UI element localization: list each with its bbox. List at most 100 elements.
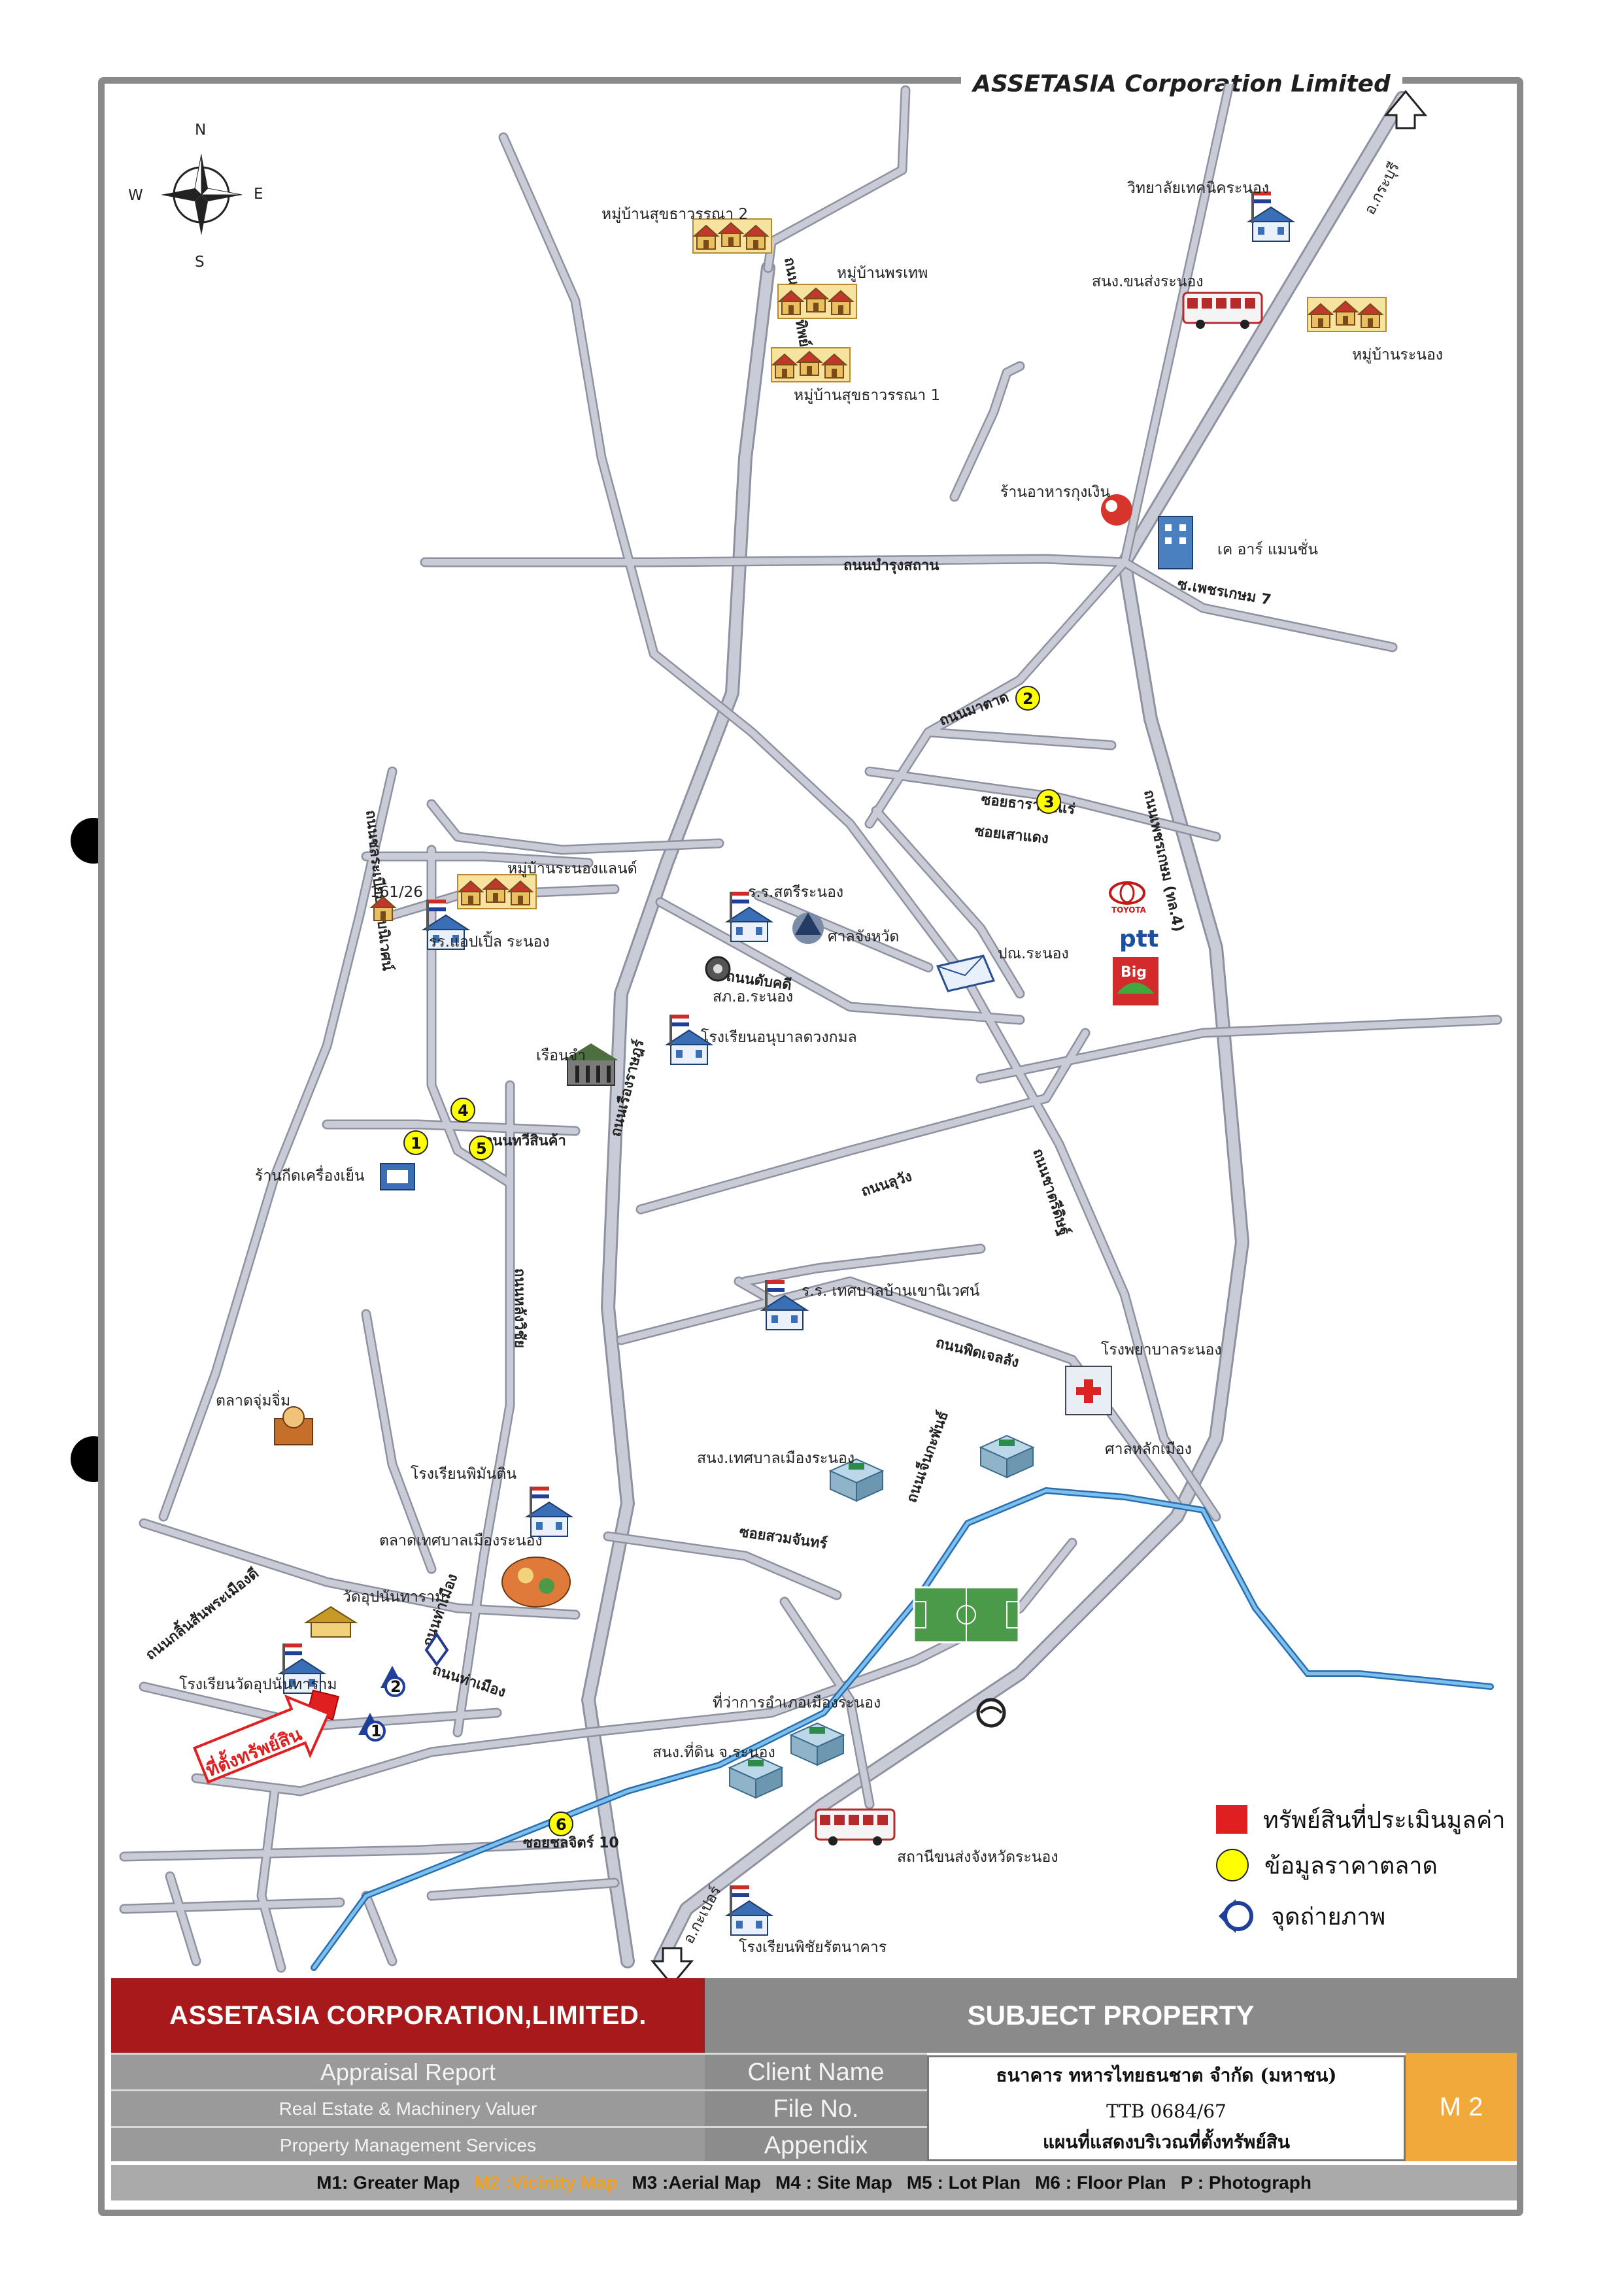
market-data-marker: 3	[1036, 789, 1061, 814]
place-label: รร.แอปเปิ้ล ระนอง	[429, 931, 550, 951]
school-flag-icon	[526, 1486, 572, 1537]
place-label: สนง.เทศบาลเมืองระนอง	[697, 1450, 854, 1467]
header-company: ASSETASIA Corporation Limited	[961, 71, 1402, 97]
footer-field-label: File No.	[705, 2089, 927, 2127]
footer-subject: SUBJECT PROPERTY	[705, 1978, 1517, 2053]
hospital-icon	[1065, 1366, 1112, 1415]
place-label: วัดอุปนันทาราม	[343, 1589, 445, 1606]
place-label: เค อาร์ แมนชั่น	[1217, 539, 1318, 558]
map-legend: ทรัพย์สินที่ประเมินมูลค่า ข้อมูลราคาตลาด…	[1216, 1801, 1530, 1951]
place-label: หมู่บ้านสุขธาวรรณา 2	[601, 206, 748, 223]
compass-n: N	[195, 122, 206, 139]
svg-text:6: 6	[556, 1815, 567, 1834]
place-label: โรงเรียนอนุบาลดวงกมล	[701, 1028, 857, 1046]
legend-market-swatch	[1216, 1849, 1249, 1881]
place-label: วิทยาลัยเทคนิคระนอง	[1127, 180, 1269, 197]
place-label: ที่ว่าการอำเภอเมืองระนอง	[713, 1692, 881, 1711]
vicinity-map: N S E W อ.กระบุรี อ.กะเปอร์ ถนนชาตรีทิพย…	[119, 84, 1502, 1978]
road-label: ซอยเสาแดง	[973, 823, 1049, 847]
housing-estate-icon	[771, 348, 850, 382]
shop-icon	[380, 1163, 415, 1190]
market-data-marker: 4	[450, 1098, 475, 1122]
client-name-value: ธนาคาร ทหารไทยธนชาต จำกัด (มหาชน)	[996, 2064, 1337, 2086]
legend-photo: จุดถ่ายภาพ	[1216, 1898, 1385, 1934]
place-label: ตลาดจุ่มจิ่ม	[216, 1390, 290, 1409]
market-data-marker: 5	[469, 1136, 494, 1160]
temple-icon	[303, 1606, 358, 1638]
footer-service-row: Property Management Services	[111, 2126, 705, 2163]
place-label: หมู่บ้านสุขธาวรรณา 1	[794, 387, 940, 404]
place-label: หมู่บ้านระนอง	[1352, 346, 1443, 363]
bank-icon	[424, 1632, 449, 1667]
map-index-item: M1: Greater Map	[316, 2172, 460, 2193]
place-label: หมู่บ้านพรเทพ	[837, 265, 928, 282]
toyota-logo: TOYOTA	[1109, 881, 1147, 915]
place-label: ศาลจังหวัด	[828, 928, 899, 945]
appendix-code: M 2	[1406, 2053, 1517, 2161]
footer-field-labels: Client Name File No. Appendix	[705, 2053, 927, 2161]
map-index-item: M5 : Lot Plan	[906, 2172, 1021, 2193]
housing-estate-icon	[458, 875, 536, 909]
map-index-item: M4 : Site Map	[775, 2172, 892, 2193]
road-label: ถนนกลิ้นสันพระเมืองดี	[141, 1563, 262, 1664]
place-label: โรงพยาบาลระนอง	[1101, 1341, 1222, 1358]
file-no-value: TTB 0684/67	[1106, 2100, 1226, 2122]
post-office-icon	[936, 954, 996, 992]
photo-point-marker: 2	[381, 1666, 405, 1697]
court-emblem-icon	[792, 913, 824, 944]
map-frame	[98, 77, 1523, 2216]
svg-text:1: 1	[371, 1722, 382, 1740]
compass-icon	[161, 154, 243, 235]
place-label: สถานีขนส่งจังหวัดระนอง	[897, 1849, 1058, 1866]
police-icon	[705, 956, 731, 982]
arrow-down-icon	[650, 1947, 694, 1978]
government-office-icon	[980, 1435, 1034, 1478]
svg-text:2: 2	[390, 1677, 401, 1696]
svg-text:4: 4	[458, 1102, 469, 1120]
football-field-icon	[913, 1586, 1020, 1643]
footer-field-values: ธนาคาร ทหารไทยธนชาต จำกัด (มหาชน) TTB 06…	[927, 2055, 1406, 2161]
road-label: ถนนมาตาด	[938, 689, 1011, 730]
footer-company: ASSETASIA CORPORATION,LIMITED.	[111, 1978, 705, 2053]
place-label: 161/26	[370, 884, 423, 901]
prison-icon	[564, 1043, 618, 1086]
place-label: ร.ร. เทศบาลบ้านเขานิเวศน์	[802, 1282, 980, 1300]
road-network	[119, 84, 1502, 1973]
toyota-text: TOYOTA	[1111, 905, 1147, 915]
market-data-marker: 6	[549, 1812, 573, 1836]
road-label: ถนนเจ็นกะพันธ์	[902, 1408, 952, 1505]
map-index-item: M6 : Floor Plan	[1035, 2172, 1166, 2193]
restaurant-icon	[1101, 494, 1132, 526]
place-label: โรงเรียนพิมันติน	[411, 1465, 516, 1483]
legend-market-label: ข้อมูลราคาตลาด	[1264, 1852, 1438, 1879]
place-label: โรงเรียนพิชัยรัตนาคาร	[739, 1938, 887, 1956]
footer-service-row: Real Estate & Machinery Valuer	[111, 2089, 705, 2127]
camera-point-icon	[1219, 1899, 1253, 1933]
place-label: สภ.อ.ระนอง	[713, 988, 793, 1005]
map-index-item: M3 :Aerial Map	[632, 2172, 761, 2193]
market-stall-icon	[274, 1406, 313, 1445]
place-label: สนง.ที่ดิน จ.ระนอง	[652, 1742, 775, 1761]
legend-market: ข้อมูลราคาตลาด	[1216, 1847, 1438, 1883]
housing-estate-icon	[1308, 297, 1386, 331]
market-data-marker: 1	[403, 1130, 428, 1155]
place-label: ปณ.ระนอง	[998, 945, 1069, 962]
legend-photo-label: จุดถ่ายภาพ	[1271, 1903, 1386, 1930]
compass-e: E	[254, 186, 263, 203]
school-flag-icon	[726, 1885, 772, 1936]
bus-icon	[1182, 292, 1263, 330]
subject-arrow-icon	[192, 1694, 331, 1784]
legend-subject-swatch	[1216, 1805, 1247, 1834]
ptt-text: ptt	[1119, 926, 1159, 952]
bus-station-icon	[815, 1808, 896, 1847]
school-flag-icon	[1248, 191, 1294, 242]
compass-s: S	[195, 254, 205, 271]
appendix-value: แผนที่แสดงบริเวณที่ตั้งทรัพย์สิน	[1042, 2131, 1291, 2153]
photo-point-marker: 1	[358, 1713, 386, 1742]
compass-w: W	[128, 187, 143, 204]
road-label: ถนนหลังวิชัย	[511, 1268, 528, 1348]
map-index-item-active: M2 :Vicinity Map	[474, 2172, 618, 2193]
place-label: เรือนจำ	[536, 1047, 586, 1064]
footer-services: Appraisal Report Real Estate & Machinery…	[111, 2053, 705, 2161]
place-label: สนง.ขนส่งระนอง	[1092, 273, 1204, 290]
